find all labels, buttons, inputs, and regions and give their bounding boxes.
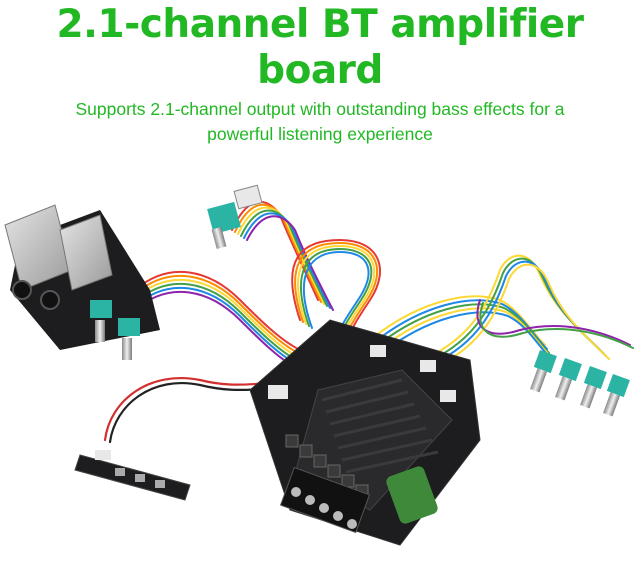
jack-module bbox=[4, 204, 160, 360]
subheadline: Supports 2.1-channel output with outstan… bbox=[0, 97, 640, 147]
cable-to-left-pots bbox=[134, 270, 301, 371]
right-potentiometers bbox=[530, 350, 630, 417]
headline-line-2: board bbox=[257, 48, 383, 93]
subheadline-line-2: powerful listening experience bbox=[207, 124, 433, 144]
button-board bbox=[74, 450, 191, 501]
headline: 2.1-channel BT amplifier board bbox=[0, 2, 640, 94]
main-amplifier-board bbox=[249, 319, 481, 546]
top-potentiometer bbox=[207, 184, 263, 249]
cable-to-right-pots bbox=[369, 254, 634, 380]
subheadline-line-1: Supports 2.1-channel output with outstan… bbox=[75, 99, 565, 119]
cable-loop-center bbox=[291, 238, 381, 341]
cable-to-top-pot bbox=[231, 200, 334, 311]
product-photo bbox=[4, 184, 634, 546]
headline-line-1: 2.1-channel BT amplifier bbox=[56, 2, 584, 47]
